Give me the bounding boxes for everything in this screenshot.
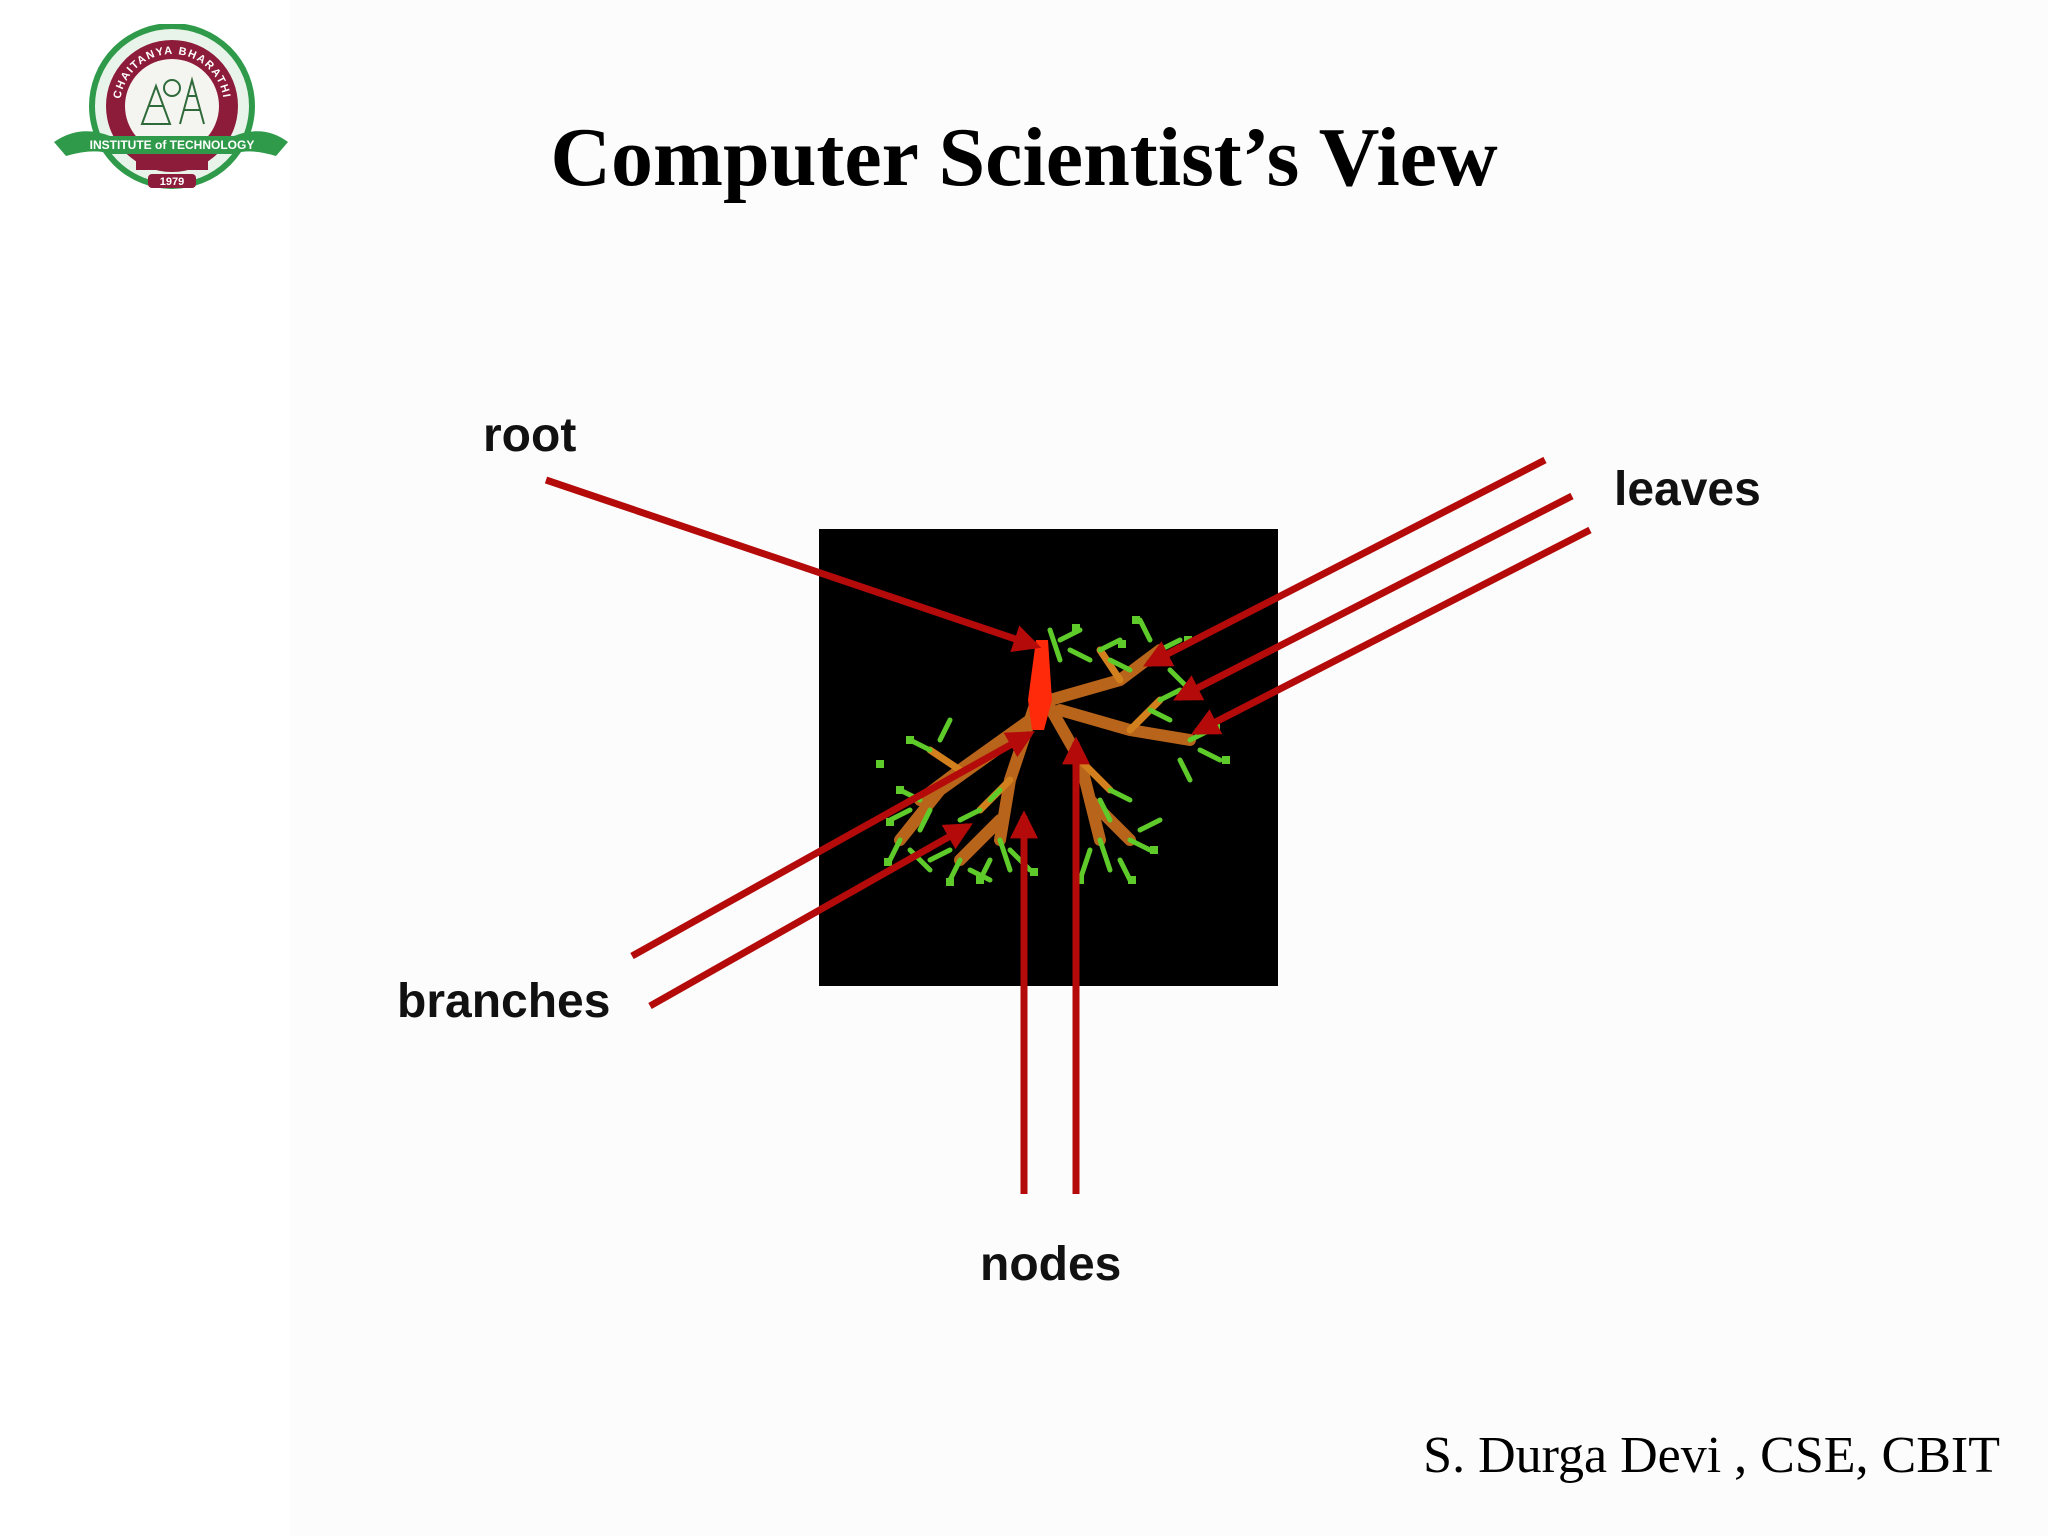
institute-logo: CHAITANYA BHARATHI INSTITUTE of TECHNOLO… bbox=[54, 24, 288, 189]
nodes-label: nodes bbox=[980, 1238, 1122, 1291]
leaves-arrow-2 bbox=[1173, 492, 1574, 702]
root-arrow bbox=[544, 476, 1042, 653]
logo-year: 1979 bbox=[160, 176, 184, 188]
branches-arrow-1 bbox=[630, 730, 1035, 960]
root-label: root bbox=[483, 409, 577, 462]
leaves-label: leaves bbox=[1614, 463, 1761, 516]
arrows bbox=[544, 456, 1592, 1194]
logo-banner-text: INSTITUTE of TECHNOLOGY bbox=[90, 138, 255, 152]
branches-arrow-2 bbox=[648, 822, 973, 1010]
branches-label: branches bbox=[397, 975, 611, 1028]
leaves-arrow-3 bbox=[1191, 526, 1592, 736]
tree-image-background bbox=[819, 529, 1278, 986]
slide-title: Computer Scientist’s View bbox=[550, 111, 1498, 204]
leaves-arrow-1 bbox=[1143, 456, 1547, 668]
author-footer: S. Durga Devi , CSE, CBIT bbox=[1423, 1427, 2000, 1484]
